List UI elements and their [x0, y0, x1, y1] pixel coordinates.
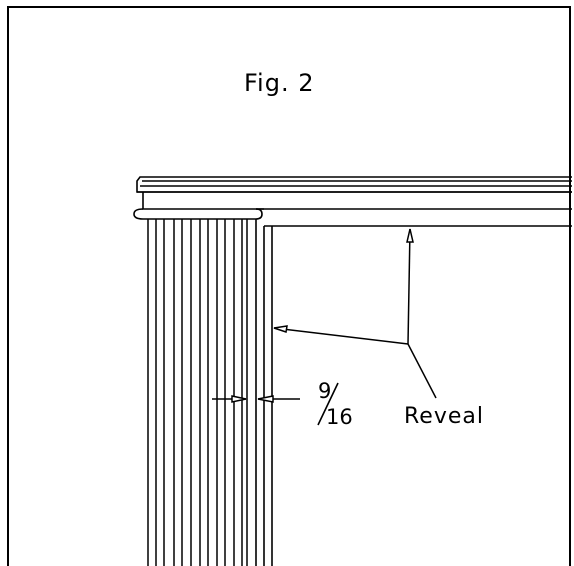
dimension-numerator: 9 [318, 379, 331, 403]
opening-casing [255, 219, 273, 566]
drawing-border [7, 6, 571, 566]
fluted-pilaster [147, 219, 248, 566]
dimension-arrows [212, 395, 300, 403]
dimension-denominator: 16 [326, 405, 353, 429]
dimension-fraction: 9 16 [317, 379, 353, 429]
fraction-slash [317, 382, 339, 426]
figure-title: Fig. 2 [244, 69, 315, 97]
reveal-leaders [273, 228, 437, 399]
pilaster-capital [133, 208, 263, 220]
reveal-label: Reveal [404, 404, 484, 429]
